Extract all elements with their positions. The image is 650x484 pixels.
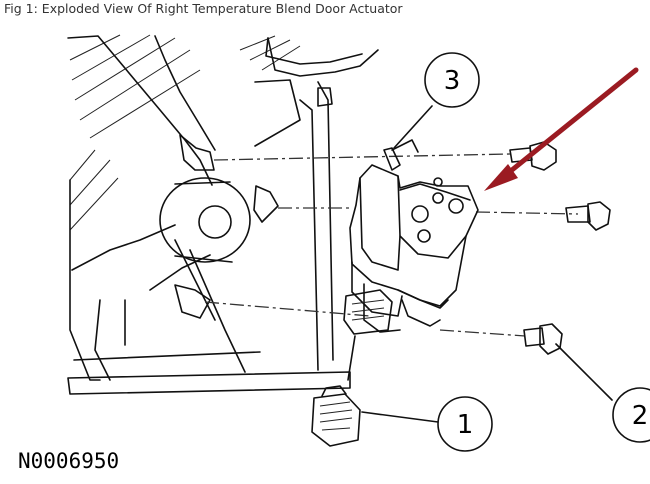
leader-lines bbox=[361, 105, 613, 423]
screw-lower bbox=[523, 323, 563, 355]
figure-caption: Fig 1: Exploded View Of Right Temperatur… bbox=[4, 1, 403, 16]
callout-3: 3 bbox=[424, 52, 480, 108]
callout-1: 1 bbox=[437, 396, 493, 452]
figure-id: N0006950 bbox=[18, 449, 119, 473]
screw-middle bbox=[565, 201, 611, 231]
heater-housing bbox=[67, 35, 379, 395]
harness-connector bbox=[311, 335, 361, 447]
housing-hatching bbox=[69, 34, 301, 231]
callout-2-number: 2 bbox=[632, 401, 649, 431]
red-pointer-arrow bbox=[484, 67, 639, 191]
blend-door-actuator bbox=[343, 139, 479, 335]
callout-2: 2 bbox=[612, 387, 650, 443]
alignment-lines bbox=[204, 153, 579, 337]
callout-3-number: 3 bbox=[444, 66, 461, 96]
callout-1-number: 1 bbox=[457, 410, 474, 440]
